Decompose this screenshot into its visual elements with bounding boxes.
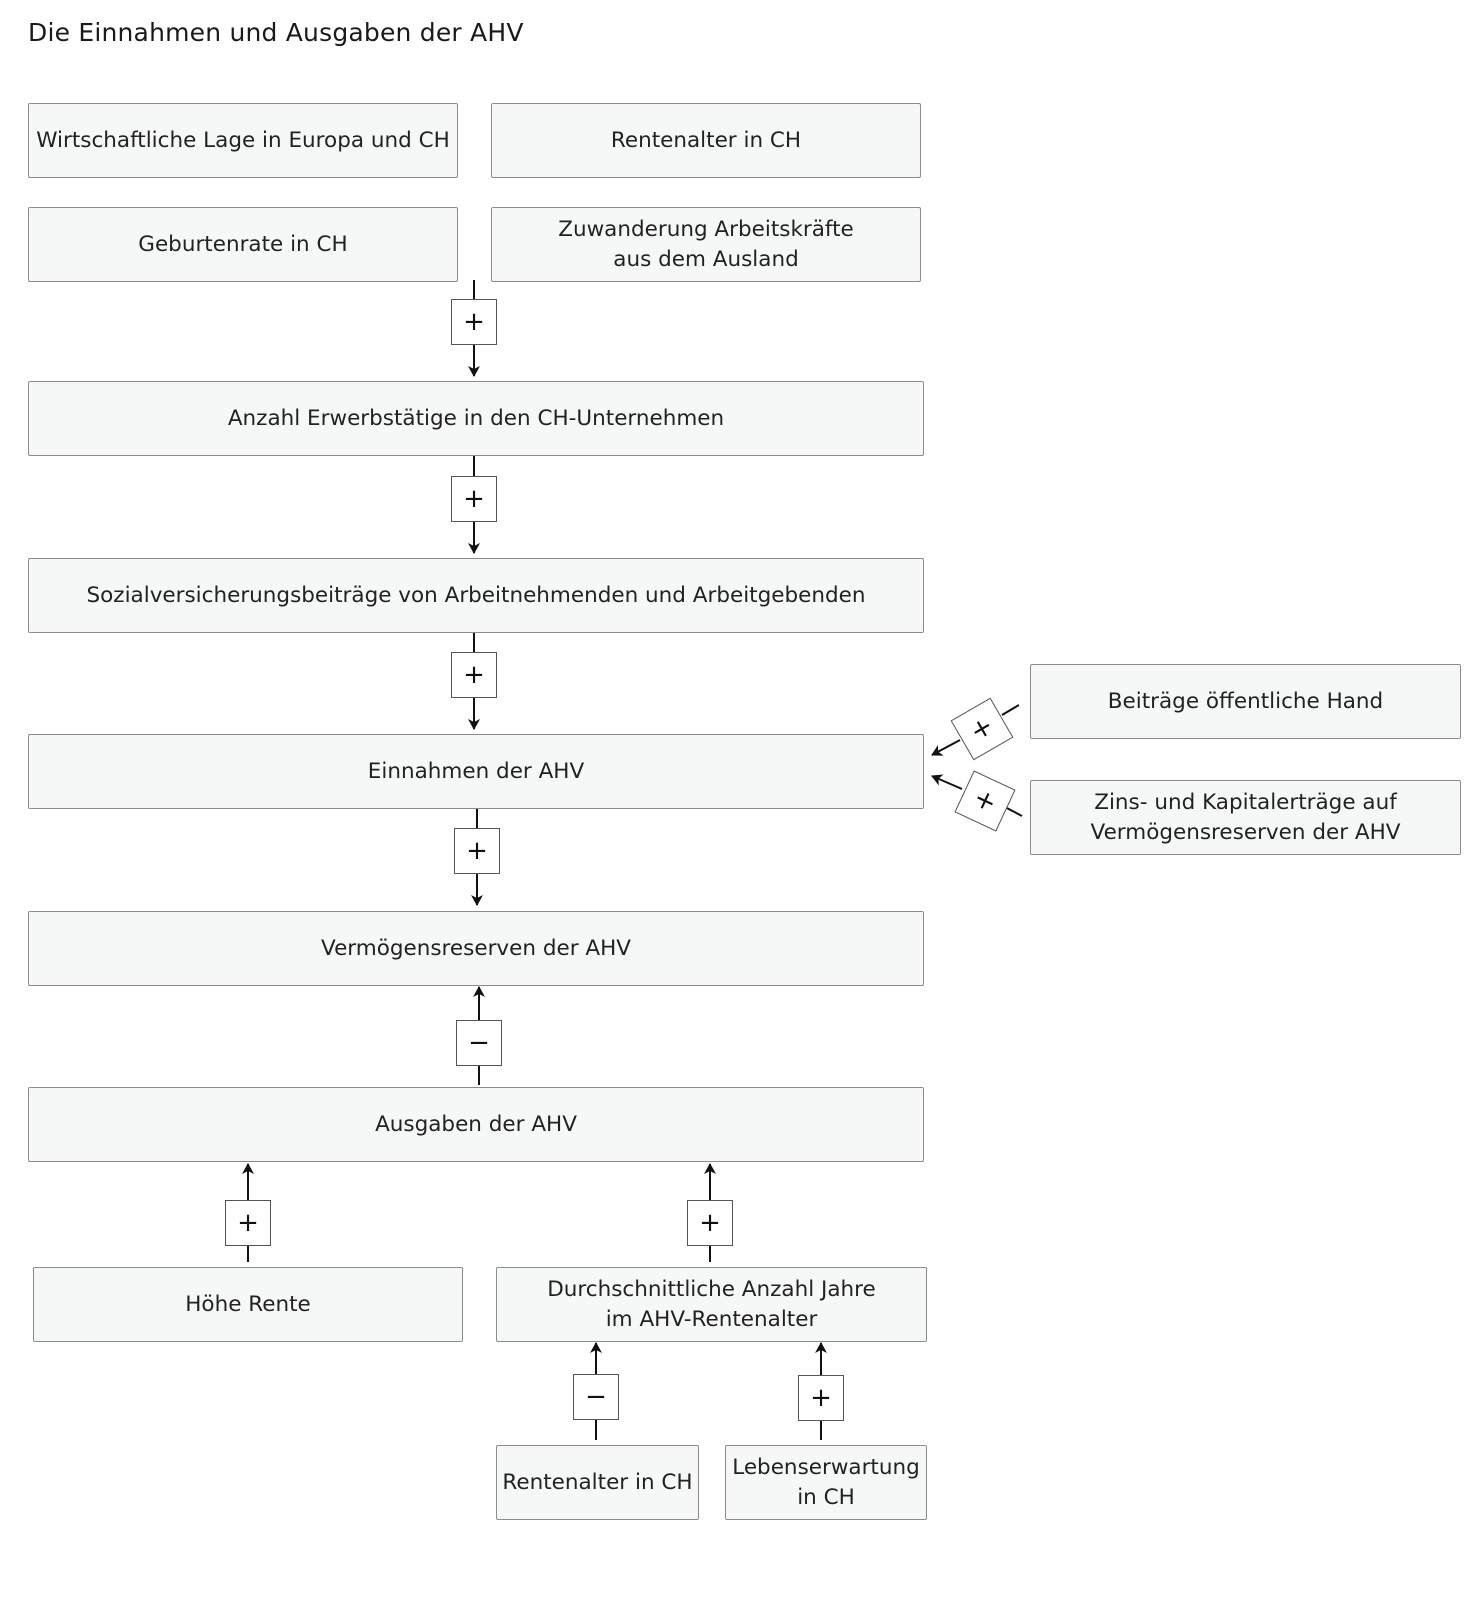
node-label: Rentenalter in CH <box>502 1469 693 1495</box>
node-durchschnittliche-jahre: Durchschnittliche Anzahl Jahre im AHV-Re… <box>496 1267 927 1342</box>
node-label: Anzahl Erwerbstätige in den CH-Unternehm… <box>227 405 725 431</box>
node-label: Durchschnittliche Anzahl Jahre im AHV-Re… <box>547 1276 876 1332</box>
node-label: Wirtschaftliche Lage in Europa und CH <box>36 127 450 153</box>
node-wirtschaftliche-lage: Wirtschaftliche Lage in Europa und CH <box>28 103 458 178</box>
node-vermoegensreserven: Vermögensreserven der AHV <box>28 911 924 986</box>
node-label: Lebenserwartung in CH <box>732 1454 920 1510</box>
node-label: Geburtenrate in CH <box>138 231 348 257</box>
link-hand-to-einnahmen-a <box>1001 704 1020 716</box>
link-hand-to-einnahmen-b <box>931 739 961 756</box>
node-label: Zins- und Kapitalerträge auf Vermögensre… <box>1090 789 1401 845</box>
sign-plus-erwerbstaetige: + <box>451 476 497 522</box>
link-zinsen-to-einnahmen-a <box>1004 806 1023 817</box>
node-hoehe-rente: Höhe Rente <box>33 1267 463 1342</box>
node-lebenserwartung: Lebenserwartung in CH <box>725 1445 927 1520</box>
node-label: Rentenalter in CH <box>610 127 802 153</box>
node-zins-kapitalertraege: Zins- und Kapitalerträge auf Vermögensre… <box>1030 780 1461 855</box>
node-label: Vermögensreserven der AHV <box>321 935 631 961</box>
sign-plus-durchschnitt: + <box>687 1200 733 1246</box>
node-rentenalter-top: Rentenalter in CH <box>491 103 921 178</box>
node-beitraege-oeffentliche-hand: Beiträge öffentliche Hand <box>1030 664 1461 739</box>
node-label: Einnahmen der AHV <box>367 758 585 784</box>
node-zuwanderung: Zuwanderung Arbeitskräfte aus dem Auslan… <box>491 207 921 282</box>
node-einnahmen: Einnahmen der AHV <box>28 734 924 809</box>
node-sozialversicherungsbeitraege: Sozialversicherungsbeiträge von Arbeitne… <box>28 558 924 633</box>
sign-plus-top: + <box>451 299 497 345</box>
node-rentenalter-bottom: Rentenalter in CH <box>496 1445 699 1520</box>
sign-plus-einnahmen: + <box>454 828 500 874</box>
node-label: Zuwanderung Arbeitskräfte aus dem Auslan… <box>558 216 854 272</box>
sign-plus-sozial: + <box>451 652 497 698</box>
link-zinsen-to-einnahmen-b <box>931 774 963 790</box>
node-label: Beiträge öffentliche Hand <box>1107 688 1384 714</box>
sign-plus-lebenserwartung: + <box>798 1375 844 1421</box>
sign-minus-ausgaben: − <box>456 1020 502 1066</box>
node-label: Höhe Rente <box>185 1291 311 1317</box>
node-ausgaben: Ausgaben der AHV <box>28 1087 924 1162</box>
node-geburtenrate: Geburtenrate in CH <box>28 207 458 282</box>
node-label: Ausgaben der AHV <box>375 1111 577 1137</box>
sign-plus-rente: + <box>225 1200 271 1246</box>
sign-minus-rentenalter: − <box>573 1374 619 1420</box>
node-erwerbstaetige: Anzahl Erwerbstätige in den CH-Unternehm… <box>28 381 924 456</box>
diagram-title: Die Einnahmen und Ausgaben der AHV <box>28 18 524 47</box>
node-label: Sozialversicherungsbeiträge von Arbeitne… <box>86 582 866 608</box>
